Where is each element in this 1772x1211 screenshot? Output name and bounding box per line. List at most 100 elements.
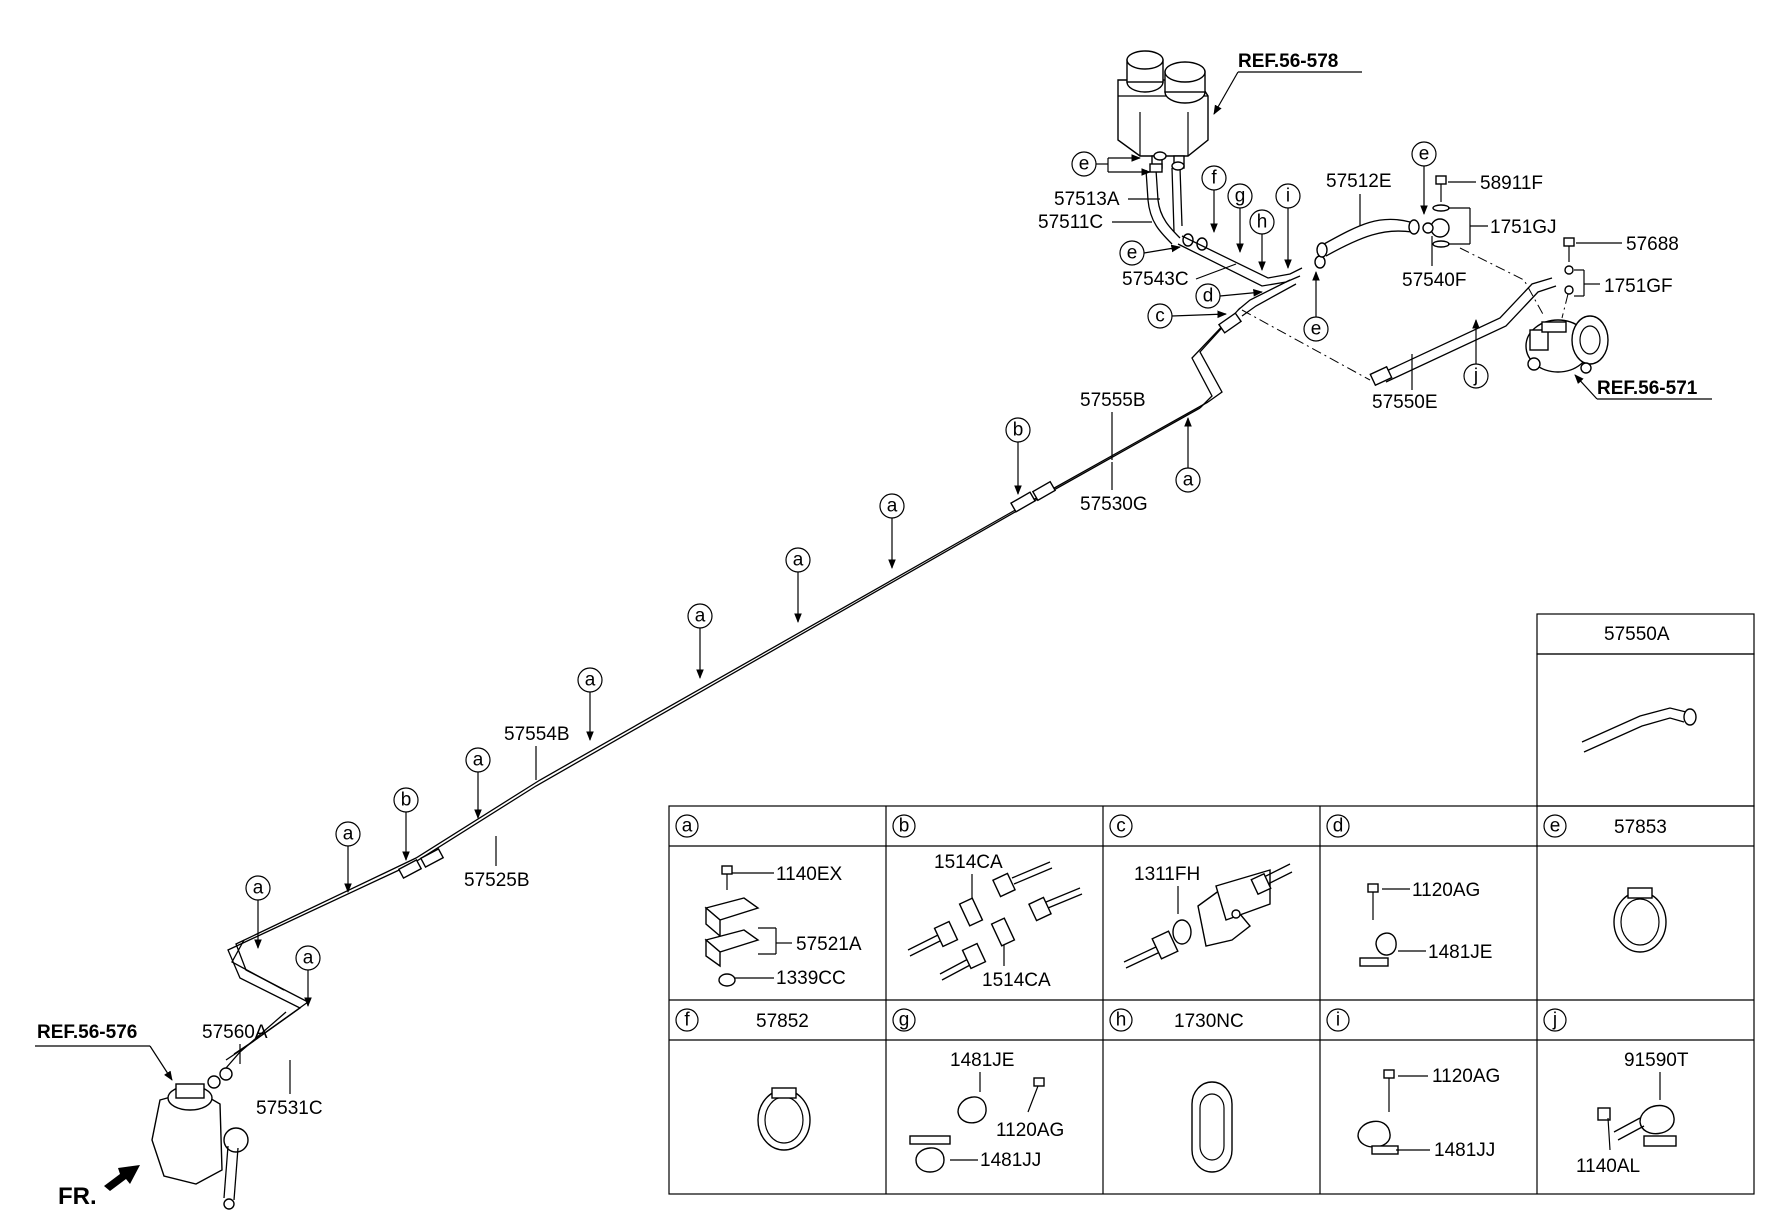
label-57555B[interactable]: 57555B (1080, 390, 1146, 460)
svg-text:1730NC: 1730NC (1174, 1011, 1244, 1032)
svg-text:57540F: 57540F (1402, 270, 1466, 291)
svg-text:1120AG: 1120AG (1432, 1066, 1500, 1087)
svg-text:FR.: FR. (58, 1183, 97, 1210)
label-57560A[interactable]: 57560A (202, 1022, 268, 1064)
label-57540F[interactable]: 57540F (1402, 236, 1466, 291)
callout-f: f (1201, 165, 1227, 233)
ref-56-576[interactable]: REF.56-576 (35, 1022, 173, 1081)
cell-g-drawing: 1481JE 1120AG 1481JJ (909, 1050, 1064, 1173)
svg-text:1120AG: 1120AG (996, 1120, 1064, 1141)
callout-j: j (1463, 319, 1489, 389)
label-57550E[interactable]: 57550E (1372, 354, 1438, 413)
svg-text:1311FH: 1311FH (1134, 864, 1200, 885)
svg-text:h: h (1116, 1010, 1127, 1031)
svg-text:b: b (401, 790, 412, 811)
label-58911F[interactable]: 58911F (1448, 173, 1543, 194)
svg-text:1120AG: 1120AG (1412, 880, 1480, 901)
svg-text:1140EX: 1140EX (776, 864, 843, 885)
label-1751GJ[interactable]: 1751GJ (1448, 207, 1557, 245)
callout-a-5: a (577, 667, 603, 741)
label-57513A[interactable]: 57513A (1054, 189, 1160, 210)
steering-gear (151, 1067, 249, 1210)
callout-a-8: a (245, 875, 271, 949)
callout-e-2: e (1119, 240, 1181, 266)
upper-pipes (1177, 235, 1303, 317)
callout-a-9: a (295, 945, 321, 1007)
svg-text:a: a (303, 948, 314, 969)
callout-e-1: e (1071, 151, 1151, 177)
svg-text:1481JE: 1481JE (950, 1050, 1014, 1071)
svg-text:i: i (1286, 186, 1290, 207)
cell-j-drawing: 91590T 1140AL (1576, 1050, 1689, 1177)
svg-text:f: f (684, 1010, 690, 1031)
part-labels: 57513A 57511C 57543C 57512E 58911F 1751G… (202, 171, 1679, 1119)
label-57688[interactable]: 57688 (1576, 234, 1679, 255)
banjo-fitting (1422, 175, 1450, 248)
label-57512E[interactable]: 57512E (1326, 171, 1392, 226)
cell-a-header: a (675, 814, 699, 838)
svg-text:1514CA: 1514CA (982, 970, 1051, 991)
svg-text:1481JJ: 1481JJ (980, 1150, 1041, 1171)
svg-text:a: a (1183, 470, 1194, 491)
callout-c: c (1147, 303, 1227, 329)
label-57543C[interactable]: 57543C (1122, 263, 1237, 290)
header-57550A: 57550A (1604, 624, 1670, 645)
label-57531C[interactable]: 57531C (256, 1060, 323, 1119)
svg-text:57555B: 57555B (1080, 390, 1146, 411)
ref-56-571[interactable]: REF.56-571 (1574, 374, 1712, 400)
callout-b-2: b (393, 787, 419, 861)
bolt-57688 (1563, 237, 1575, 295)
svg-text:a: a (253, 878, 264, 899)
label-57554B[interactable]: 57554B (504, 724, 570, 780)
cell-i-header: i (1326, 1008, 1350, 1032)
pipe-run (225, 307, 1243, 1069)
svg-text:g: g (1235, 186, 1246, 207)
svg-text:c: c (1155, 306, 1165, 327)
svg-text:57543C: 57543C (1122, 269, 1189, 290)
cell-f-header: f 57852 (675, 1008, 809, 1032)
callout-a-1: a (1175, 417, 1201, 493)
label-57530G[interactable]: 57530G (1080, 462, 1148, 515)
svg-text:j: j (1473, 366, 1478, 387)
cell-i-drawing: 1120AG 1481JJ (1357, 1066, 1500, 1161)
svg-text:g: g (899, 1010, 910, 1031)
svg-text:57513A: 57513A (1054, 189, 1120, 210)
cell-j-header: j (1543, 1008, 1567, 1032)
svg-text:b: b (899, 816, 910, 837)
cell-h-drawing (1191, 1081, 1233, 1173)
svg-text:57521A: 57521A (796, 934, 862, 955)
svg-text:1140AL: 1140AL (1576, 1156, 1640, 1177)
svg-text:57525B: 57525B (464, 870, 530, 891)
svg-text:d: d (1333, 816, 1344, 837)
svg-text:91590T: 91590T (1624, 1050, 1689, 1071)
svg-text:a: a (343, 824, 354, 845)
svg-text:57853: 57853 (1614, 817, 1667, 838)
callout-a-6: a (465, 747, 491, 819)
ref-56-578[interactable]: REF.56-578 (1213, 51, 1362, 115)
svg-text:a: a (793, 550, 804, 571)
svg-text:57688: 57688 (1626, 234, 1679, 255)
svg-text:57511C: 57511C (1038, 212, 1103, 233)
callout-e-3: e (1303, 271, 1329, 342)
svg-text:c: c (1116, 816, 1126, 837)
label-57525B[interactable]: 57525B (464, 836, 530, 891)
cell-b-drawing: 1514CA 1514CA (907, 852, 1083, 991)
label-1751GF[interactable]: 1751GF (1574, 269, 1673, 297)
svg-text:58911F: 58911F (1480, 173, 1543, 194)
callout-a-4: a (687, 603, 713, 679)
svg-text:f: f (1211, 168, 1217, 189)
svg-text:1339CC: 1339CC (776, 968, 846, 989)
label-57511C[interactable]: 57511C (1038, 212, 1152, 233)
callout-i: i (1275, 183, 1301, 269)
callout-d: d (1195, 283, 1263, 309)
detail-table: 57550A a b c d e 57853 f 57852 g h 1730N… (668, 613, 1755, 1195)
svg-text:a: a (695, 606, 706, 627)
svg-text:57554B: 57554B (504, 724, 570, 745)
svg-text:e: e (1127, 243, 1138, 264)
svg-text:57560A: 57560A (202, 1022, 268, 1043)
svg-text:e: e (1311, 319, 1322, 340)
hose-57550E (1369, 277, 1557, 387)
cell-d-drawing: 1120AG 1481JE (1359, 880, 1492, 967)
callouts: e e e e f g h i d c j a b a a a a a b a … (245, 141, 1489, 1007)
